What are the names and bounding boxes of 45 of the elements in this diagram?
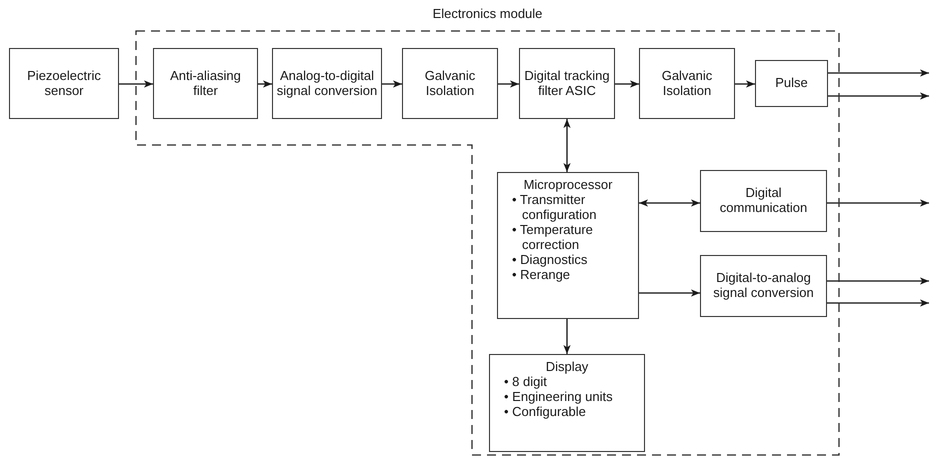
arrow [258,80,272,88]
list-item: • Diagnostics [512,252,588,268]
box-label: Galvanic Isolation [424,68,476,98]
process-box [497,172,639,319]
process-box [639,48,735,119]
box-label: Digital-to-analog signal conversion [712,271,815,301]
process-box [700,255,827,317]
box-heading: Display [544,360,590,375]
arrow [828,69,929,77]
arrow [498,80,519,88]
process-box [700,170,827,232]
box-label: Pulse [775,76,808,91]
box-label: Anti-aliasing filter [169,68,242,98]
process-box [153,48,258,119]
box-label: Digital communication [718,186,808,216]
box-label: Digital tracking filter ASIC [523,68,611,98]
arrow [828,92,929,100]
list-item: • Configurable [504,404,587,420]
process-box [519,48,615,119]
list-item: • Transmitter configuration [512,192,596,223]
process-box [9,48,119,119]
list-item: • Rerange [512,268,570,283]
list-item: • 8 digit [504,374,547,390]
list-item: • Temperature correction [512,222,593,253]
arrow [827,277,929,285]
arrow [827,299,929,307]
module-title: Electronics module [432,7,542,22]
box-label: Analog-to-digital signal conversion [276,68,378,98]
process-box [755,60,828,107]
process-box [402,48,498,119]
process-box [272,48,382,119]
box-label: Piezoelectric sensor [26,68,102,98]
arrow [563,319,571,354]
arrow [563,119,571,172]
list-item: • Engineering units [504,390,614,405]
box-heading: Microprocessor [522,178,614,193]
arrow [639,199,700,207]
arrow [382,80,402,88]
arrow [735,80,755,88]
arrow [119,80,153,88]
arrow [615,80,639,88]
arrow [639,289,700,297]
arrow [827,199,929,207]
process-box [489,354,645,452]
box-label: Galvanic Isolation [660,68,714,98]
